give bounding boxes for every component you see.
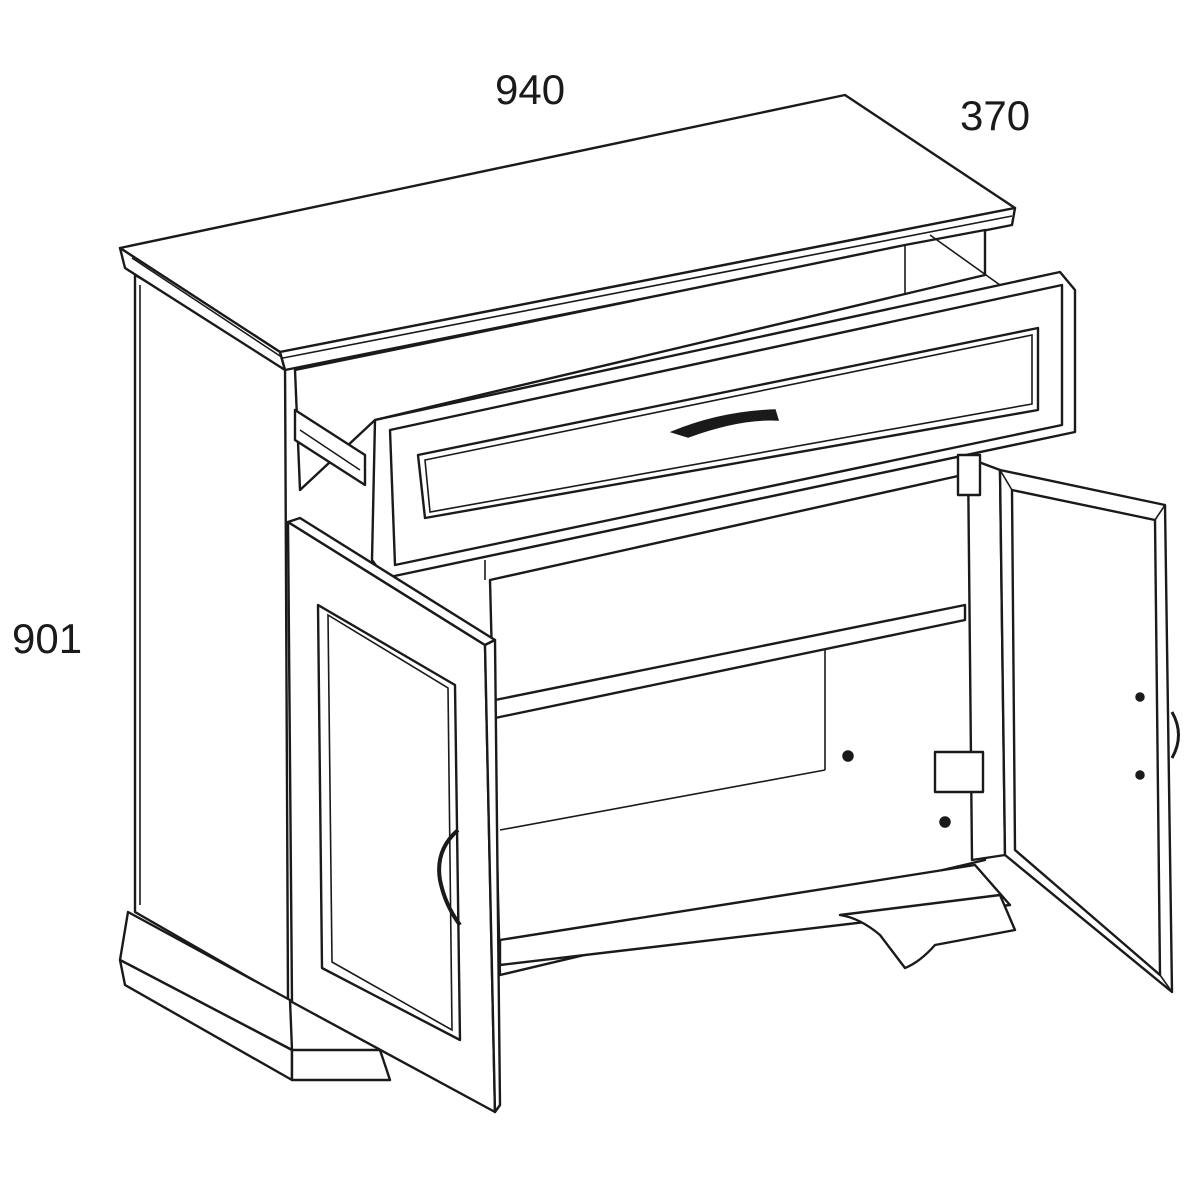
drawer-runner — [293, 408, 367, 487]
bottom-panel — [498, 863, 1012, 967]
top-panel — [118, 93, 1017, 372]
hinge-top — [956, 453, 982, 497]
left-door — [286, 516, 502, 1114]
drawer-handle — [669, 409, 780, 438]
hinge — [933, 750, 985, 794]
height-dimension-label: 901 — [12, 615, 83, 662]
right-door — [933, 453, 1180, 994]
side-panel — [133, 273, 290, 1002]
drawer — [293, 228, 1077, 580]
left-plinth — [118, 910, 392, 1082]
cabinet-interior — [484, 468, 1012, 977]
depth-dimension-label: 370 — [960, 92, 1031, 139]
width-dimension-label: 940 — [495, 66, 566, 113]
left-door-handle — [437, 828, 462, 927]
right-foot — [838, 893, 1017, 970]
